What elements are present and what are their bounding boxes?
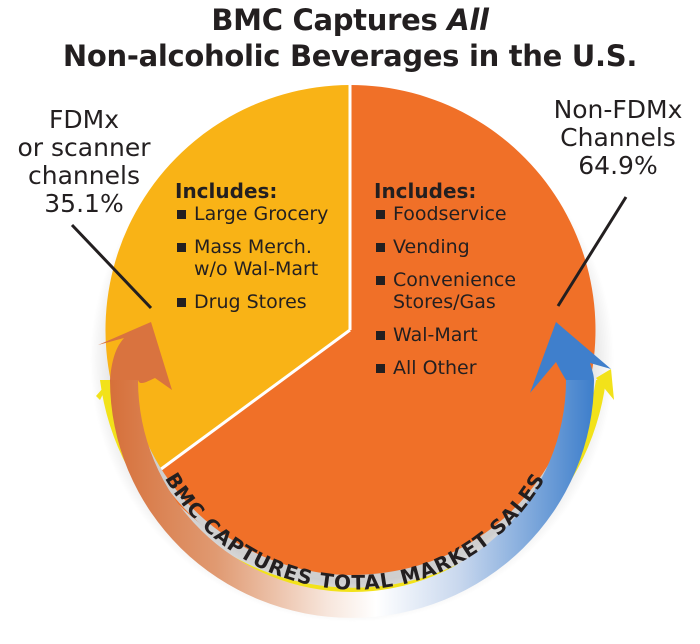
arrow-right xyxy=(530,322,611,393)
list-item: Vending xyxy=(374,236,574,258)
slice-non-fdmx xyxy=(153,84,596,575)
arrow-ring-band xyxy=(110,380,594,618)
fdmx-includes-list: Large Grocery Mass Merch.w/o Wal-Mart Dr… xyxy=(175,203,365,313)
chart-title: BMC Captures All Non-alcoholic Beverages… xyxy=(0,2,700,74)
includes-heading: Includes: xyxy=(175,179,278,203)
title-emphasis: All xyxy=(447,3,489,37)
fdmx-percent: 35.1% xyxy=(44,189,124,218)
list-item: Drug Stores xyxy=(175,291,365,313)
leader-line-non-fdmx xyxy=(556,196,628,307)
non-fdmx-includes: Includes: Foodservice Vending Convenienc… xyxy=(374,180,574,390)
fdmx-includes: Includes: Large Grocery Mass Merch.w/o W… xyxy=(175,180,365,324)
arrow-left-shadow xyxy=(96,380,110,400)
title-line-1: BMC Captures All xyxy=(211,3,489,37)
ring-inner-lip xyxy=(132,419,575,582)
arrow-right-shadow xyxy=(596,369,614,400)
leader-line-fdmx xyxy=(70,223,153,310)
arrow-left xyxy=(98,322,172,390)
fdmx-label: FDMx or scanner channels 35.1% xyxy=(4,106,164,218)
list-item: All Other xyxy=(374,357,574,379)
includes-heading: Includes: xyxy=(374,179,477,203)
title-line-2: Non-alcoholic Beverages in the U.S. xyxy=(62,39,638,73)
list-item: Mass Merch.w/o Wal-Mart xyxy=(175,236,365,280)
non-fdmx-percent: 64.9% xyxy=(578,151,658,180)
list-item: Foodservice xyxy=(374,203,574,225)
non-fdmx-label: Non-FDMx Channels 64.9% xyxy=(538,96,698,180)
list-item: Wal-Mart xyxy=(374,324,574,346)
list-item: Large Grocery xyxy=(175,203,365,225)
slice-divider-bottom xyxy=(152,328,351,477)
